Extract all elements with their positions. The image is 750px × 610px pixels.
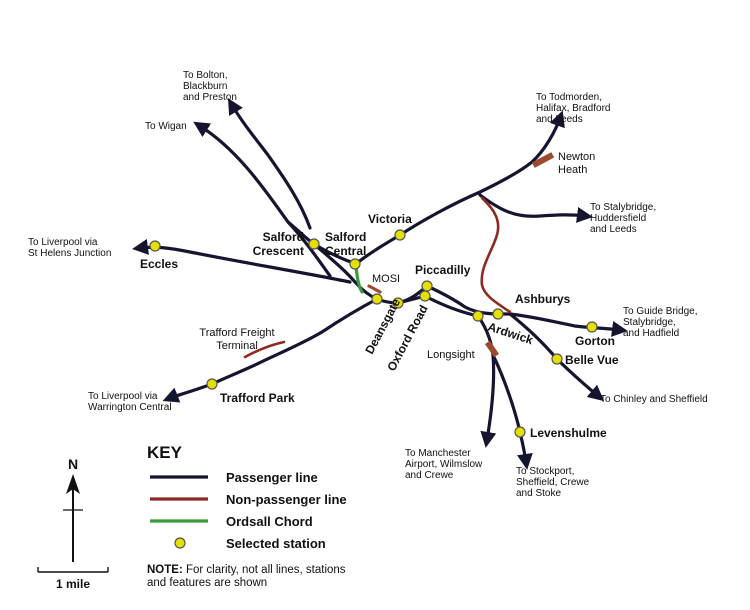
scale-bar-label: 1 mile <box>56 577 90 591</box>
station-trafford-park[interactable] <box>206 378 218 390</box>
line-airport <box>476 314 497 448</box>
line-wigan <box>193 121 332 278</box>
dest-chinley: To Chinley and Sheffield <box>600 394 708 405</box>
label-levenshulme: Levenshulme <box>530 426 607 440</box>
key-label-passenger: Passenger line <box>226 470 318 485</box>
map-note: NOTE: For clarity, not all lines, statio… <box>147 564 346 589</box>
label-victoria: Victoria <box>368 212 412 226</box>
key-label-station: Selected station <box>226 536 326 551</box>
label-trafford-park: Trafford Park <box>220 391 295 405</box>
line-trafford-park <box>162 297 379 403</box>
key-label-ordsall: Ordsall Chord <box>226 514 313 529</box>
label-eccles: Eccles <box>140 257 178 271</box>
non-passenger-lines <box>243 196 512 359</box>
station-belle-vue[interactable] <box>551 353 563 365</box>
label-ashburys: Ashburys <box>515 292 571 306</box>
line-salford-to-deansgate <box>312 242 379 301</box>
map-key: KEY Passenger line Non-passenger line Or… <box>147 443 347 551</box>
stations <box>149 229 598 438</box>
north-arrow: N <box>63 456 83 562</box>
key-swatch-station <box>174 537 186 549</box>
station-victoria[interactable] <box>394 229 406 241</box>
ordsall-chord <box>354 264 364 294</box>
line-stockport <box>491 353 533 470</box>
line-stalybridge <box>478 193 593 223</box>
note-line-1: NOTE: For clarity, not all lines, statio… <box>147 564 346 576</box>
label-gorton: Gorton <box>575 334 615 348</box>
label-ardwick: Ardwick <box>486 320 535 348</box>
line-todmorden <box>530 110 565 164</box>
label-longsight: Longsight <box>427 349 475 361</box>
station-deansgate[interactable] <box>371 293 383 305</box>
label-piccadilly: Piccadilly <box>415 263 471 277</box>
station-oxford-road[interactable] <box>392 297 404 309</box>
station-ashburys[interactable] <box>492 308 504 320</box>
newton-heath-depot <box>531 152 555 168</box>
scale-bar: 1 mile <box>37 567 109 591</box>
station-piccadilly[interactable] <box>421 280 433 292</box>
note-line-2: and features are shown <box>147 577 267 589</box>
key-title: KEY <box>147 443 183 462</box>
station-oxford-road-east[interactable] <box>419 290 431 302</box>
dest-guide-bridge: To Guide Bridge,Stalybridge,and Hadfield <box>623 306 698 339</box>
station-levenshulme[interactable] <box>514 426 526 438</box>
station-ardwick[interactable] <box>472 310 484 322</box>
line-bolton <box>227 98 312 230</box>
station-eccles[interactable] <box>149 240 161 252</box>
station-salford-crescent[interactable] <box>308 238 320 250</box>
label-mosi: MOSI <box>372 273 400 285</box>
freight-trafford <box>243 340 286 359</box>
north-arrow-head-icon <box>66 474 80 494</box>
station-salford-central[interactable] <box>349 258 361 270</box>
freight-chord <box>480 196 512 314</box>
features <box>367 152 555 358</box>
north-label: N <box>68 456 78 472</box>
longsight-depot <box>484 340 500 358</box>
station-gorton[interactable] <box>586 321 598 333</box>
mosi-arrow-icon <box>367 284 382 294</box>
label-belle-vue: Belle Vue <box>565 353 619 367</box>
key-label-non-passenger: Non-passenger line <box>226 492 347 507</box>
dest-wigan: To Wigan <box>145 121 187 132</box>
